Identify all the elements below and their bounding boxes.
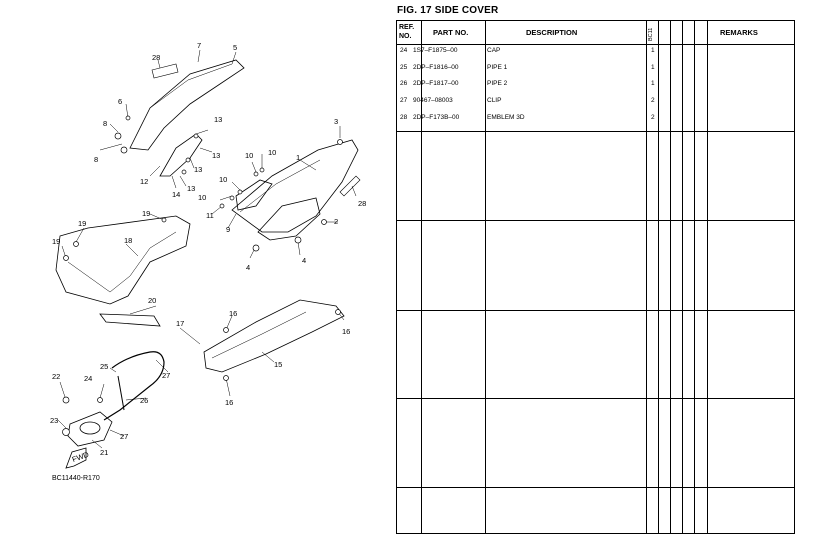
callout-6: 6 bbox=[118, 97, 122, 106]
callout-8: 8 bbox=[103, 119, 107, 128]
parts-table: REF. NO. PART NO. DESCRIPTION BC11 REMAR… bbox=[396, 20, 795, 534]
figure-title: FIG. 17 SIDE COVER bbox=[397, 5, 499, 16]
frame-cover-part bbox=[55, 215, 191, 305]
ref-no-cell: 26 bbox=[400, 80, 408, 87]
part-no-cell: 2DP–F173B–00 bbox=[413, 114, 460, 121]
ref-no-cell: 24 bbox=[400, 47, 408, 54]
ref-no-cell: 25 bbox=[400, 64, 408, 71]
qty-cell: 2 bbox=[651, 97, 655, 104]
main-side-cover-part bbox=[231, 139, 359, 233]
callout-18: 18 bbox=[124, 236, 132, 245]
callout-13: 13 bbox=[214, 115, 222, 124]
callout-19: 19 bbox=[78, 219, 86, 228]
lower-cover-piece-part bbox=[257, 197, 321, 241]
callout-4: 4 bbox=[302, 256, 306, 265]
callout-28: 28 bbox=[358, 199, 366, 208]
callout-27: 27 bbox=[162, 371, 170, 380]
callout-9: 9 bbox=[226, 225, 230, 234]
callout-16: 16 bbox=[225, 398, 233, 407]
callout-8: 8 bbox=[94, 155, 98, 164]
ref-no-cell: 27 bbox=[400, 97, 408, 104]
fwd-arrow-icon bbox=[65, 447, 87, 469]
callout-2: 2 bbox=[334, 217, 338, 226]
callout-21: 21 bbox=[100, 448, 108, 457]
part-no-cell: 2DP–F1817–00 bbox=[413, 80, 459, 87]
callout-14: 14 bbox=[172, 190, 180, 199]
callout-12: 12 bbox=[140, 177, 148, 186]
callout-20: 20 bbox=[148, 296, 156, 305]
callout-10: 10 bbox=[198, 193, 206, 202]
inner-bracket-part bbox=[159, 133, 203, 177]
strip-part bbox=[99, 313, 161, 327]
qty-cell: 1 bbox=[651, 47, 655, 54]
table-row: 28 2DP–F173B–00 EMBLEM 3D 2 bbox=[397, 111, 794, 127]
part-no-cell: 90467–08003 bbox=[413, 97, 453, 104]
callout-5: 5 bbox=[233, 43, 237, 52]
callout-17: 17 bbox=[176, 319, 184, 328]
header-remarks: REMARKS bbox=[720, 28, 758, 37]
description-cell: CLIP bbox=[487, 97, 502, 104]
table-row: 26 2DP–F1817–00 PIPE 2 1 bbox=[397, 77, 794, 93]
upper-side-cover-part bbox=[129, 59, 245, 151]
header-ref-no: REF. NO. bbox=[399, 24, 415, 40]
callout-10: 10 bbox=[245, 151, 253, 160]
description-cell: PIPE 1 bbox=[487, 64, 508, 71]
callout-22: 22 bbox=[52, 372, 60, 381]
part-no-cell: 2DP–F1816–00 bbox=[413, 64, 459, 71]
qty-cell: 1 bbox=[651, 80, 655, 87]
inner-panel-part bbox=[235, 179, 273, 211]
callout-28: 28 bbox=[152, 53, 160, 62]
pipe-part bbox=[103, 351, 165, 421]
description-cell: PIPE 2 bbox=[487, 80, 508, 87]
callout-13: 13 bbox=[187, 184, 195, 193]
callout-23: 23 bbox=[50, 416, 58, 425]
part-no-cell: 1S7–F1875–00 bbox=[413, 47, 458, 54]
emblem-part-top bbox=[151, 63, 179, 79]
callout-27: 27 bbox=[120, 432, 128, 441]
side-cover-exploded-diagram: 1 2 3 4 4 5 6 7 8 8 9 10 10 10 10 11 12 … bbox=[50, 41, 366, 469]
ref-no-cell: 28 bbox=[400, 114, 408, 121]
table-row: 25 2DP–F1816–00 PIPE 1 1 bbox=[397, 61, 794, 77]
callout-13: 13 bbox=[212, 151, 220, 160]
table-row: 27 90467–08003 CLIP 2 bbox=[397, 94, 794, 110]
callout-10: 10 bbox=[219, 175, 227, 184]
emblem-part-right bbox=[339, 175, 361, 197]
callout-16: 16 bbox=[342, 327, 350, 336]
callout-25: 25 bbox=[100, 362, 108, 371]
callout-15: 15 bbox=[274, 360, 282, 369]
header-description: DESCRIPTION bbox=[526, 28, 578, 37]
callout-1: 1 bbox=[296, 153, 300, 162]
header-bc: BC11 bbox=[648, 27, 654, 41]
qty-cell: 2 bbox=[651, 114, 655, 121]
callout-19: 19 bbox=[52, 237, 60, 246]
table-row: 24 1S7–F1875–00 CAP 1 bbox=[397, 44, 794, 60]
callout-13: 13 bbox=[194, 165, 202, 174]
callout-4: 4 bbox=[246, 263, 250, 272]
callout-7: 7 bbox=[197, 41, 201, 50]
lower-side-cover-part bbox=[203, 299, 345, 373]
callout-26: 26 bbox=[140, 396, 148, 405]
description-cell: EMBLEM 3D bbox=[487, 114, 525, 121]
callout-16: 16 bbox=[229, 309, 237, 318]
callout-19: 19 bbox=[142, 209, 150, 218]
callout-24: 24 bbox=[84, 374, 92, 383]
header-part-no: PART NO. bbox=[433, 28, 469, 37]
callout-3: 3 bbox=[334, 117, 338, 126]
figure-ref-code: BC11440-R170 bbox=[52, 475, 100, 482]
description-cell: CAP bbox=[487, 47, 501, 54]
qty-cell: 1 bbox=[651, 64, 655, 71]
callout-10: 10 bbox=[268, 148, 276, 157]
callout-11: 11 bbox=[206, 211, 214, 220]
canister-part bbox=[67, 411, 113, 447]
